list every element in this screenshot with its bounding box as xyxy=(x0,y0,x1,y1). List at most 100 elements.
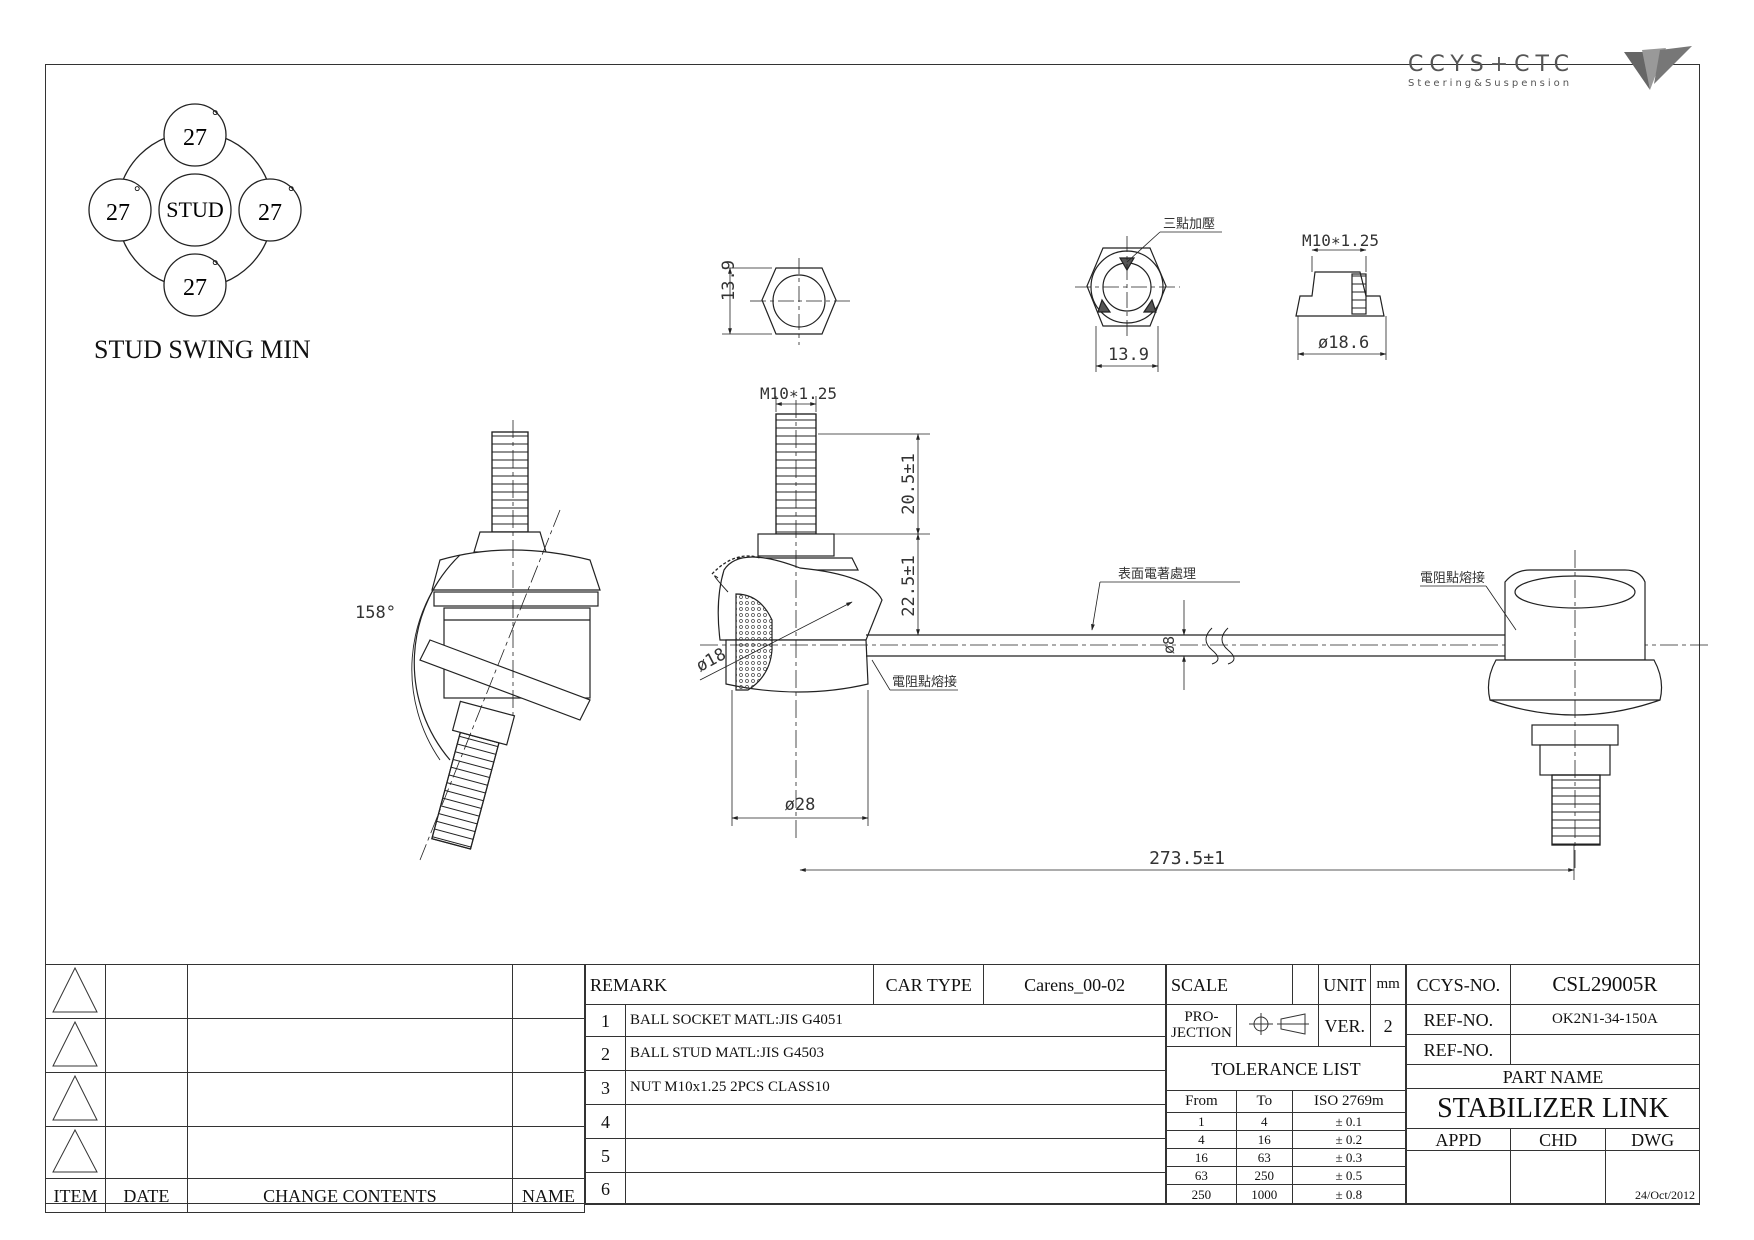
stud-thread-dimension: M10∗1.25 xyxy=(760,384,837,403)
swing-bottom-value: 27 xyxy=(183,275,207,301)
revision-triangle-1 xyxy=(45,964,106,1019)
remark-text: NUT M10x1.25 2PCS CLASS10 xyxy=(624,1070,1167,1105)
tolerance-from: 63 xyxy=(1166,1166,1237,1185)
degree-mark-left: ° xyxy=(134,184,140,201)
remark-no: 5 xyxy=(585,1138,626,1173)
ccys-no-label: CCYS-NO. xyxy=(1406,964,1511,1005)
bar-diameter-dimension: ø8 xyxy=(1160,636,1178,654)
unit-value: mm xyxy=(1370,964,1406,1005)
swing-right-value: 27 xyxy=(258,200,282,226)
tolerance-value: ± 0.1 xyxy=(1291,1112,1407,1131)
projection-symbol-icon xyxy=(1235,1004,1320,1047)
weld-note-right: 電阻點熔接 xyxy=(1420,570,1485,585)
ball-diameter-dimension: ø18 xyxy=(693,644,730,676)
ver-value: 2 xyxy=(1370,1004,1406,1047)
tolerance-value: ± 0.5 xyxy=(1291,1166,1407,1185)
tolerance-title: TOLERANCE LIST xyxy=(1166,1046,1406,1091)
ref-no-label-2: REF-NO. xyxy=(1406,1034,1511,1065)
thread-length-dimension: 20.5±1 xyxy=(899,453,919,514)
ref-no-label: REF-NO. xyxy=(1406,1004,1511,1035)
drawn-label: DWG xyxy=(1605,1128,1700,1151)
swing-top-value: 27 xyxy=(183,125,207,151)
stud-swing-diagram: 27 27 27 27 STUD ° ° ° ° xyxy=(88,103,302,317)
remark-no: 6 xyxy=(585,1172,626,1205)
remark-text xyxy=(624,1104,1167,1139)
swing-caption: STUD SWING MIN xyxy=(94,335,311,364)
remark-text xyxy=(624,1138,1167,1173)
tolerance-value: ± 0.2 xyxy=(1291,1130,1407,1149)
revision-triangle-2 xyxy=(45,1018,106,1073)
three-point-crimp-note: 三點加壓 xyxy=(1163,216,1215,231)
remark-label: REMARK xyxy=(584,964,875,1005)
hex-nut-front-view xyxy=(722,258,850,345)
swing-left-value: 27 xyxy=(106,200,130,226)
ccys-no-value: CSL29005R xyxy=(1509,964,1701,1005)
neck-length-dimension: 22.5±1 xyxy=(899,555,919,616)
car-type-label: CAR TYPE xyxy=(873,964,985,1005)
lock-nut-width-dimension: 13.9 xyxy=(1108,345,1149,365)
lock-nut-thread-dimension: M10∗1.25 xyxy=(1302,231,1379,250)
projection-label-line1: PRO- xyxy=(1184,1008,1219,1025)
tolerance-to: 63 xyxy=(1235,1148,1293,1167)
tolerance-to: 250 xyxy=(1235,1166,1293,1185)
revision-header-contents: CHANGE CONTENTS xyxy=(186,1178,514,1213)
tolerance-header-from: From xyxy=(1166,1090,1237,1113)
part-name-label: PART NAME xyxy=(1406,1064,1700,1089)
logo-brand: CCYS+CTC xyxy=(1408,52,1576,77)
tolerance-value: ± 0.3 xyxy=(1291,1148,1407,1167)
logo-mark-icon xyxy=(1624,46,1692,90)
scale-label: SCALE xyxy=(1166,964,1293,1005)
ver-label: VER. xyxy=(1318,1004,1372,1047)
car-type-value: Carens_00-02 xyxy=(983,964,1166,1005)
tolerance-from: 16 xyxy=(1166,1148,1237,1167)
weld-note-left: 電阻點熔接 xyxy=(892,674,957,689)
lock-nut-diameter-dimension: ø18.6 xyxy=(1318,333,1369,353)
drawing-date: 24/Oct/2012 xyxy=(1605,1150,1700,1205)
part-name-value: STABILIZER LINK xyxy=(1406,1088,1700,1129)
tolerance-from: 250 xyxy=(1166,1184,1237,1205)
tolerance-to: 4 xyxy=(1235,1112,1293,1131)
remark-no: 2 xyxy=(585,1036,626,1071)
revision-table: ITEM DATE CHANGE CONTENTS NAME xyxy=(45,964,585,1213)
remark-no: 3 xyxy=(585,1070,626,1105)
degree-mark-bottom: ° xyxy=(212,258,218,275)
hex-width-dimension: 13.9 xyxy=(719,260,739,301)
approved-label: APPD xyxy=(1406,1128,1511,1151)
surface-treatment-note: 表面電著處理 xyxy=(1118,566,1196,581)
degree-mark-top: ° xyxy=(212,108,218,125)
remark-text: BALL SOCKET MATL:JIS G4051 xyxy=(624,1004,1167,1037)
tolerance-header-to: To xyxy=(1235,1090,1293,1113)
lock-nut-side-view xyxy=(1295,248,1387,360)
tolerance-from: 4 xyxy=(1166,1130,1237,1149)
revision-triangle-4 xyxy=(45,1126,106,1179)
projection-label: PRO-JECTION xyxy=(1166,1004,1237,1047)
revision-header-name: NAME xyxy=(512,1178,585,1213)
tolerance-value: ± 0.8 xyxy=(1291,1184,1407,1205)
tolerance-header-iso: ISO 2769m xyxy=(1291,1090,1407,1113)
ref-no-value: OK2N1-34-150A xyxy=(1509,1004,1701,1035)
logo-tagline: Steering&Suspension xyxy=(1408,78,1573,89)
degree-mark-right: ° xyxy=(288,184,294,201)
swing-angle-dimension: 158° xyxy=(355,603,396,623)
company-logo: CCYS+CTC Steering&Suspension xyxy=(1408,44,1698,100)
tolerance-from: 1 xyxy=(1166,1112,1237,1131)
unit-label: UNIT xyxy=(1318,964,1372,1005)
title-block-table: CCYS-NO. CSL29005R REF-NO. OK2N1-34-150A… xyxy=(1406,964,1701,1205)
remark-no: 1 xyxy=(585,1004,626,1037)
ref-no-value-2 xyxy=(1509,1034,1701,1065)
scale-tolerance-table: SCALE UNIT mm PRO-JECTION VER. 2 TOLERAN… xyxy=(1166,964,1407,1205)
tilted-stud-view xyxy=(411,420,601,861)
remark-text: BALL STUD MATL:JIS G4503 xyxy=(624,1036,1167,1071)
remark-text xyxy=(624,1172,1167,1205)
revision-triangle-3 xyxy=(45,1072,106,1127)
stabilizer-link-drawing: 158° 13.9 三點加壓 13.9 M1 xyxy=(355,216,1712,880)
total-length-dimension: 273.5±1 xyxy=(1149,848,1225,869)
swing-center-label: STUD xyxy=(166,197,223,222)
remark-no: 4 xyxy=(585,1104,626,1139)
socket-diameter-dimension: ø28 xyxy=(785,795,816,815)
tolerance-to: 1000 xyxy=(1235,1184,1293,1205)
revision-header-item: ITEM xyxy=(45,1178,106,1213)
tolerance-to: 16 xyxy=(1235,1130,1293,1149)
revision-header-date: DATE xyxy=(104,1178,188,1213)
